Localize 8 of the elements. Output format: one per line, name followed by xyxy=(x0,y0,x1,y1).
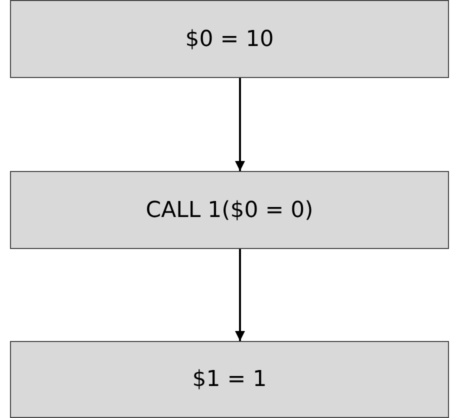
process-box xyxy=(10,341,449,418)
process-box xyxy=(10,0,449,78)
box-label: $0 = 10 xyxy=(185,26,274,52)
arrow xyxy=(235,249,245,341)
arrow xyxy=(235,78,245,171)
box-label: $1 = 1 xyxy=(192,367,267,392)
process-box xyxy=(10,171,449,249)
box-label: CALL 1($0 = 0) xyxy=(146,198,314,222)
